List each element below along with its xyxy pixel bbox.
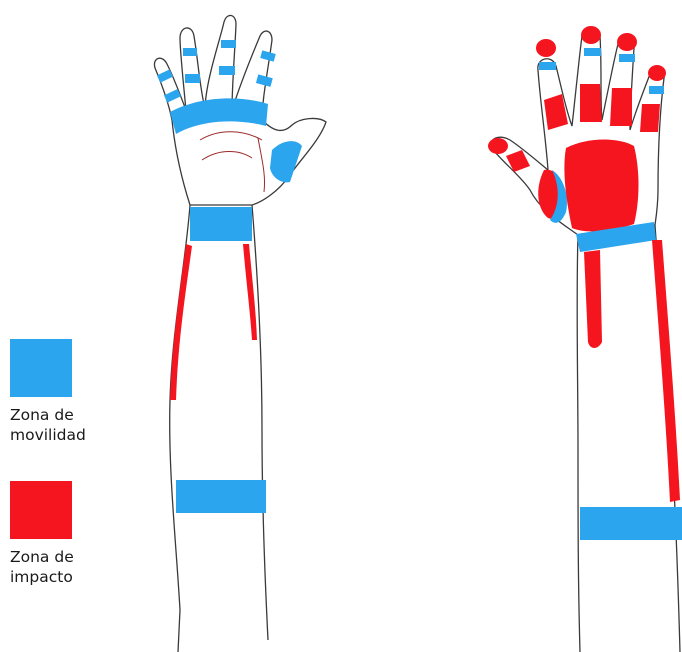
right-forearm-strip-outer [652, 240, 680, 502]
right-fingertip-middle [581, 26, 601, 44]
left-side-strip-outer [170, 244, 192, 400]
legend-label-impact: Zona de impacto [10, 547, 120, 587]
left-finger3-band-a [221, 40, 236, 48]
right-finger4-band [649, 86, 664, 94]
right-lower-band [580, 507, 682, 540]
left-finger2-band-a [183, 48, 197, 56]
right-fingertip-index [536, 39, 556, 57]
right-finger3-band [619, 54, 635, 62]
left-finger2-band-b [185, 74, 200, 83]
right-finger4-impact [640, 104, 660, 132]
left-arm-figure [154, 15, 326, 652]
left-lower-band [176, 480, 266, 513]
right-finger2-impact [580, 84, 602, 122]
left-finger3-band-b [219, 66, 235, 75]
right-finger1-band [539, 62, 556, 70]
legend-swatch-impact [10, 481, 72, 539]
legend-swatch-mobility [10, 339, 72, 397]
right-fingertip-ring [617, 33, 637, 51]
legend-label-mobility: Zona de movilidad [10, 405, 120, 445]
right-forearm-strip-inner [584, 250, 602, 348]
right-arm-figure [488, 26, 682, 652]
right-finger3-impact [610, 88, 632, 126]
left-wrist-band [190, 207, 252, 241]
right-finger2-band [584, 48, 601, 56]
right-hand-back-impact [564, 140, 638, 232]
left-side-strip-inner [243, 244, 257, 340]
right-thumb-tip [488, 138, 508, 154]
right-fingertip-little [648, 65, 666, 81]
